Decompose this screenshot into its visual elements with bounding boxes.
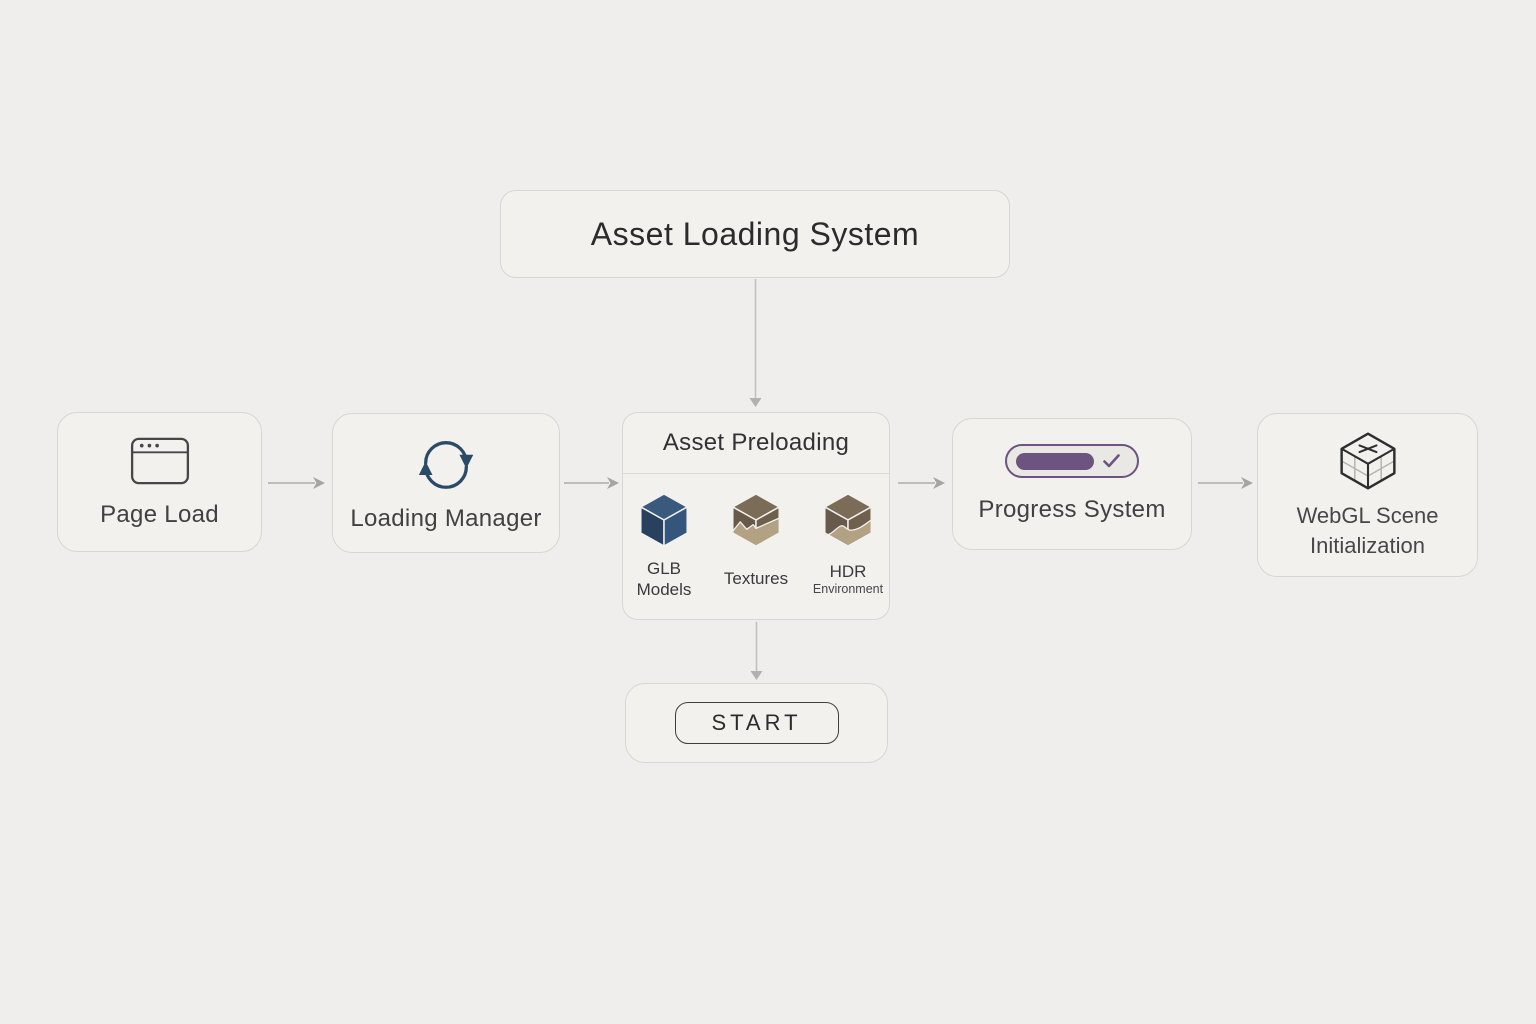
arrow-progress-to-webgl bbox=[1198, 477, 1253, 489]
arrow-preloading-to-progress bbox=[898, 477, 945, 489]
asset-item-hdr-environment[interactable]: HDR Environment bbox=[810, 491, 886, 603]
webgl-scene-label: WebGL Scene Initialization bbox=[1296, 503, 1439, 558]
asset-textures-label: Textures bbox=[723, 569, 789, 589]
asset-glb-label: GLB Models bbox=[636, 558, 692, 599]
asset-item-textures[interactable]: Textures bbox=[718, 491, 794, 603]
node-progress-system[interactable]: Progress System bbox=[952, 418, 1192, 550]
arrow-title-to-preloading bbox=[749, 279, 762, 407]
asset-preloading-header: Asset Preloading bbox=[623, 413, 889, 474]
asset-preloading-body: GLB Models Textures bbox=[623, 474, 889, 619]
arrow-pageload-to-loadingmanager bbox=[268, 477, 325, 489]
node-webgl-scene-initialization[interactable]: WebGL Scene Initialization bbox=[1257, 413, 1478, 577]
node-page-load[interactable]: Page Load bbox=[57, 412, 262, 552]
start-button-label: START bbox=[711, 710, 802, 735]
progress-bar-fill bbox=[1016, 452, 1094, 470]
arrow-preloading-to-start bbox=[750, 622, 763, 680]
browser-window-icon bbox=[130, 437, 189, 484]
diagram-title-box: Asset Loading System bbox=[500, 190, 1010, 278]
progress-system-label: Progress System bbox=[978, 496, 1166, 523]
page-load-label: Page Load bbox=[100, 500, 219, 528]
diagram-title: Asset Loading System bbox=[590, 215, 920, 252]
checkmark-icon bbox=[1103, 454, 1120, 468]
node-start: START bbox=[625, 683, 888, 763]
arrow-loadingmanager-to-preloading bbox=[564, 477, 619, 489]
start-button[interactable]: START bbox=[674, 702, 839, 744]
cube-textures-icon bbox=[731, 493, 781, 548]
progress-bar-icon bbox=[1005, 444, 1139, 478]
sync-arrows-icon bbox=[418, 441, 474, 489]
node-asset-preloading[interactable]: Asset Preloading GLB Models bbox=[622, 412, 890, 620]
loading-manager-label: Loading Manager bbox=[350, 505, 542, 532]
wireframe-cube-icon bbox=[1339, 432, 1396, 490]
cube-hdr-icon bbox=[823, 493, 873, 548]
cube-blue-icon bbox=[639, 493, 689, 548]
node-loading-manager[interactable]: Loading Manager bbox=[332, 413, 560, 553]
asset-preloading-label: Asset Preloading bbox=[662, 429, 850, 456]
asset-hdr-label: HDR Environment bbox=[812, 561, 884, 596]
asset-item-glb-models[interactable]: GLB Models bbox=[626, 491, 702, 603]
